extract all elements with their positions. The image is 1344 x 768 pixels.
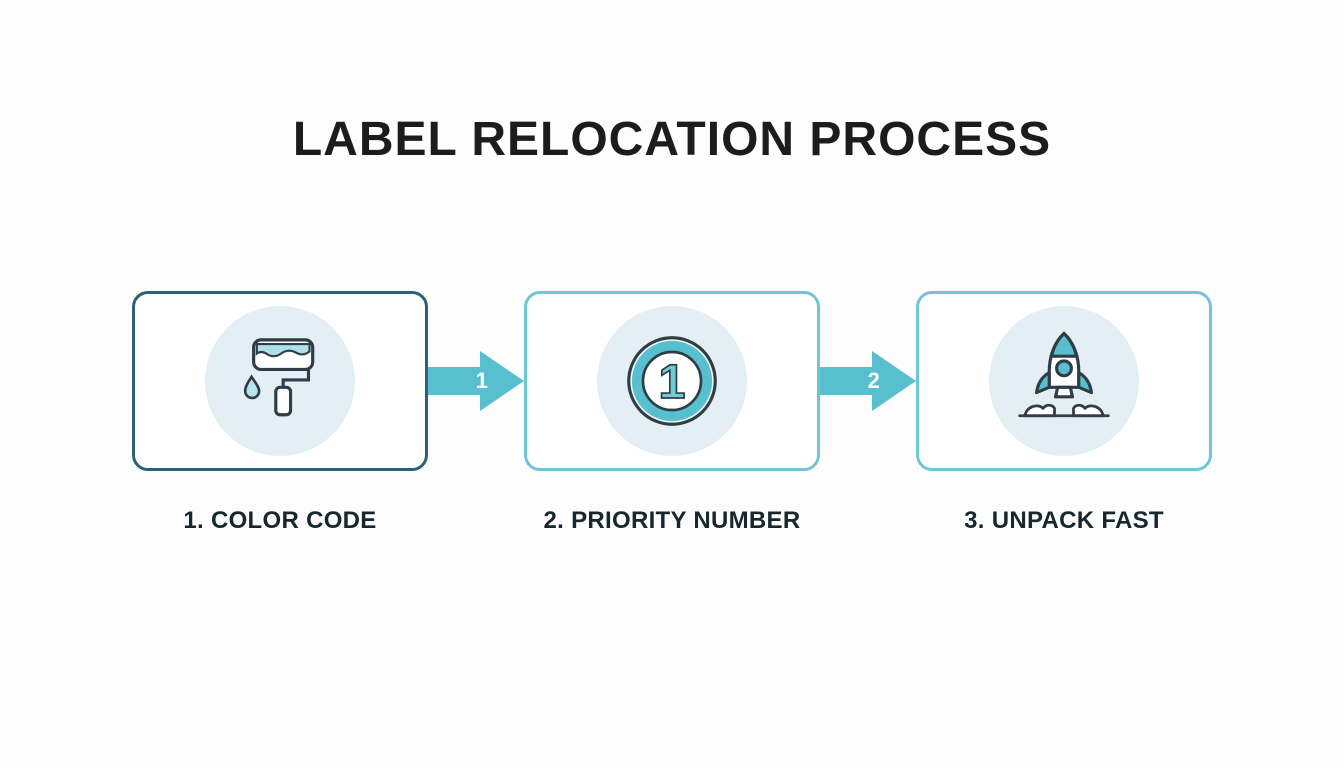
number-one-badge-icon: 1 (627, 336, 717, 426)
step-label-1: 1. COLOR CODE (183, 507, 377, 534)
right-arrow-icon (820, 351, 916, 411)
arrow-2: 2 (820, 291, 916, 471)
process-flow: 1. COLOR CODE 1 1 2. PRIORIT (0, 291, 1344, 535)
page-title: LABEL RELOCATION PROCESS (292, 113, 1052, 166)
step-box-3 (916, 291, 1212, 471)
step-unpack-fast: 3. UNPACK FAST (916, 291, 1212, 535)
arrow-1: 1 (428, 291, 524, 471)
step-label-2: 2. PRIORITY NUMBER (543, 507, 801, 534)
icon-circle-1 (205, 306, 355, 456)
badge-number-text: 1 (659, 355, 686, 409)
paint-roller-icon (243, 338, 315, 417)
rocket-icon (1018, 331, 1110, 418)
icon-circle-3 (989, 306, 1139, 456)
arrow-number-1: 1 (475, 368, 488, 393)
right-arrow-icon (428, 351, 524, 411)
step-color-code: 1. COLOR CODE (132, 291, 428, 535)
icon-circle-2: 1 (597, 306, 747, 456)
step-priority-number: 1 2. PRIORITY NUMBER (524, 291, 820, 535)
step-box-2: 1 (524, 291, 820, 471)
step-box-1 (132, 291, 428, 471)
arrow-number-2: 2 (867, 368, 880, 393)
step-label-3: 3. UNPACK FAST (964, 507, 1164, 534)
